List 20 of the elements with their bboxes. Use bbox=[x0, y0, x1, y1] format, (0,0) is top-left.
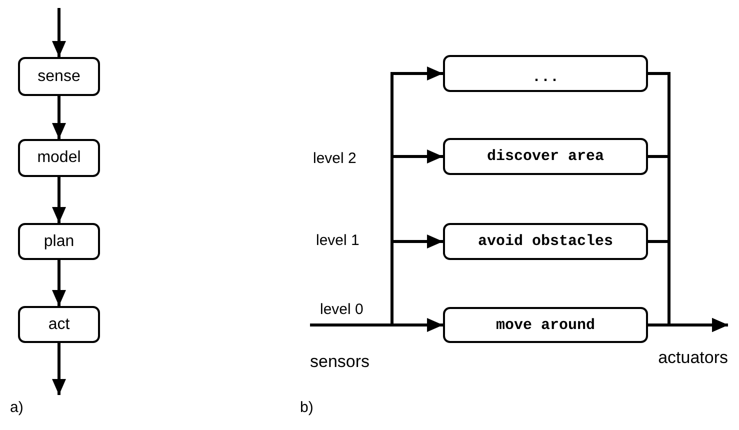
behavior-box: ... bbox=[443, 55, 648, 92]
arrow bbox=[52, 96, 66, 139]
io-label: sensors bbox=[310, 318, 390, 372]
arrow bbox=[52, 177, 66, 223]
process-box: model bbox=[18, 139, 100, 177]
panel-label: b) bbox=[300, 399, 314, 416]
behavior-box: discover area bbox=[443, 138, 648, 175]
process-box: plan bbox=[18, 223, 100, 260]
behavior-box: move around bbox=[443, 307, 648, 343]
process-box: act bbox=[18, 306, 100, 343]
level-label: level 1 bbox=[316, 232, 360, 249]
arrow bbox=[52, 8, 66, 57]
arrow bbox=[52, 260, 66, 306]
behavior-box: avoid obstacles bbox=[443, 223, 648, 260]
arrow bbox=[310, 66, 443, 326]
level-label: level 0 bbox=[320, 301, 364, 318]
level-label: level 2 bbox=[313, 150, 356, 167]
process-box: sense bbox=[18, 57, 100, 96]
arrow bbox=[52, 343, 66, 395]
panel-label: a) bbox=[10, 399, 24, 416]
